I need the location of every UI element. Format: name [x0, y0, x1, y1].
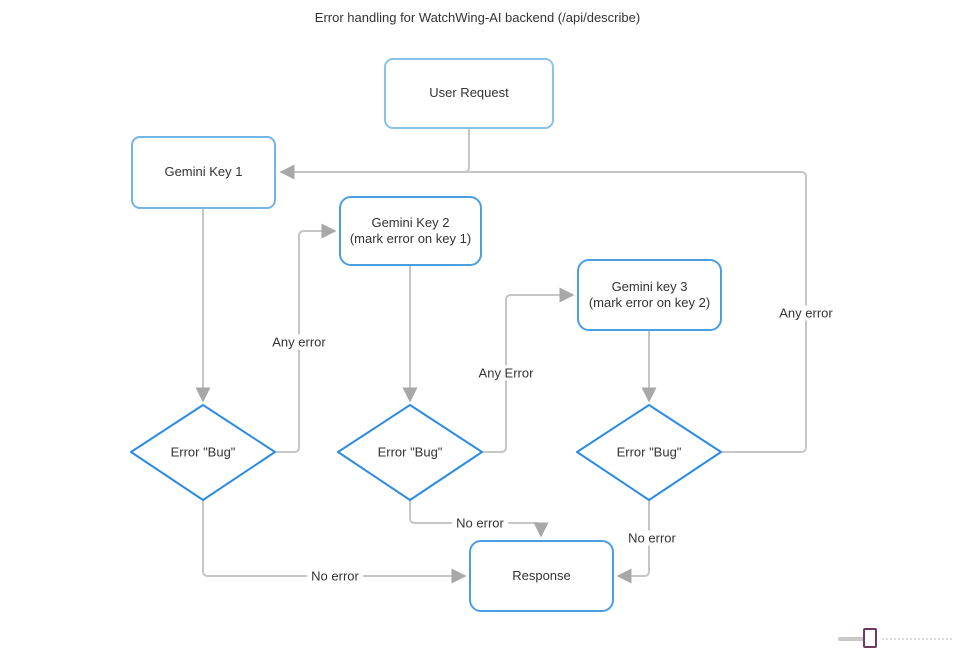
decision-3-shape[interactable] [576, 404, 722, 501]
edge-user-request-to-key1 [279, 129, 470, 180]
decision-2-shape[interactable] [337, 404, 483, 501]
node-gemini-key-2[interactable]: Gemini Key 2 (mark error on key 1) [339, 196, 482, 266]
decision-1-shape[interactable] [130, 404, 276, 501]
edge-decision3-noerror-to-response [616, 500, 650, 584]
node-response[interactable]: Response [469, 540, 614, 612]
decision-1-label: Error "Bug" [170, 444, 236, 460]
edge-label-no-error-left: No error [307, 568, 363, 584]
zoom-slider-thumb[interactable] [863, 628, 877, 648]
edge-label-no-error-mid: No error [452, 515, 508, 531]
zoom-slider-track[interactable] [882, 638, 952, 640]
node-gemini-key-3[interactable]: Gemini key 3 (mark error on key 2) [577, 259, 722, 331]
edge-label-any-error-1: Any error [268, 334, 330, 350]
decision-2-label: Error "Bug" [377, 444, 443, 460]
decision-3-label: Error "Bug" [616, 444, 682, 460]
diagram-title: Error handling for WatchWing-AI backend … [314, 10, 641, 25]
edge-label-any-error-3: Any error [775, 305, 837, 321]
edge-label-any-error-2: Any Error [474, 365, 538, 381]
node-gemini-key-1[interactable]: Gemini Key 1 [131, 136, 276, 209]
zoom-slider-track-filled[interactable] [838, 637, 866, 641]
edge-label-no-error-right: No error [624, 530, 680, 546]
edge-decision1-noerror-to-response [202, 500, 467, 584]
node-user-request[interactable]: User Request [384, 58, 554, 129]
